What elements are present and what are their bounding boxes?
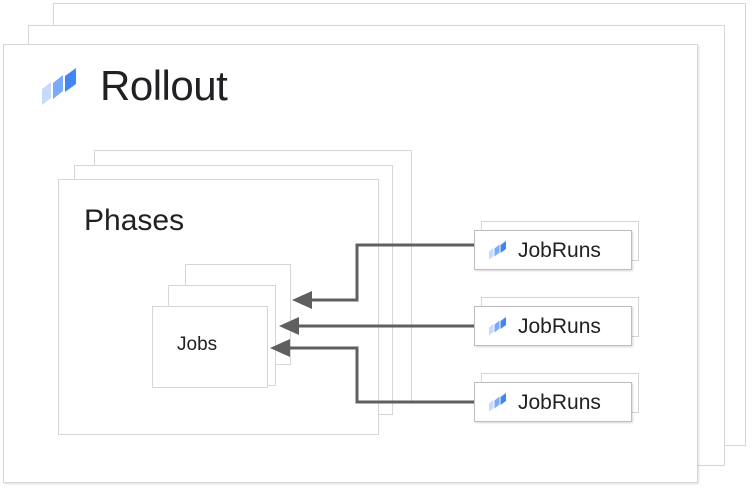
jobs-title: Jobs [177, 334, 218, 355]
cloud-deploy-icon [487, 239, 509, 261]
jobruns-box-2[interactable]: JobRuns [474, 297, 640, 346]
jobruns-card-front: JobRuns [474, 306, 632, 346]
jobruns-card-front: JobRuns [474, 382, 632, 422]
jobruns-label: JobRuns [518, 390, 601, 414]
jobruns-box-3[interactable]: JobRuns [474, 373, 640, 422]
jobruns-box-1[interactable]: JobRuns [474, 221, 640, 270]
jobruns-label: JobRuns [518, 238, 601, 262]
cloud-deploy-icon [38, 64, 82, 108]
cloud-deploy-icon [487, 315, 509, 337]
cloud-deploy-icon [487, 391, 509, 413]
phases-title: Phases [84, 204, 185, 237]
jobruns-card-front: JobRuns [474, 230, 632, 270]
jobs-card-front [152, 306, 268, 388]
rollout-title: Rollout [100, 62, 228, 109]
rollout-header: Rollout [38, 62, 228, 109]
jobruns-label: JobRuns [518, 314, 601, 338]
